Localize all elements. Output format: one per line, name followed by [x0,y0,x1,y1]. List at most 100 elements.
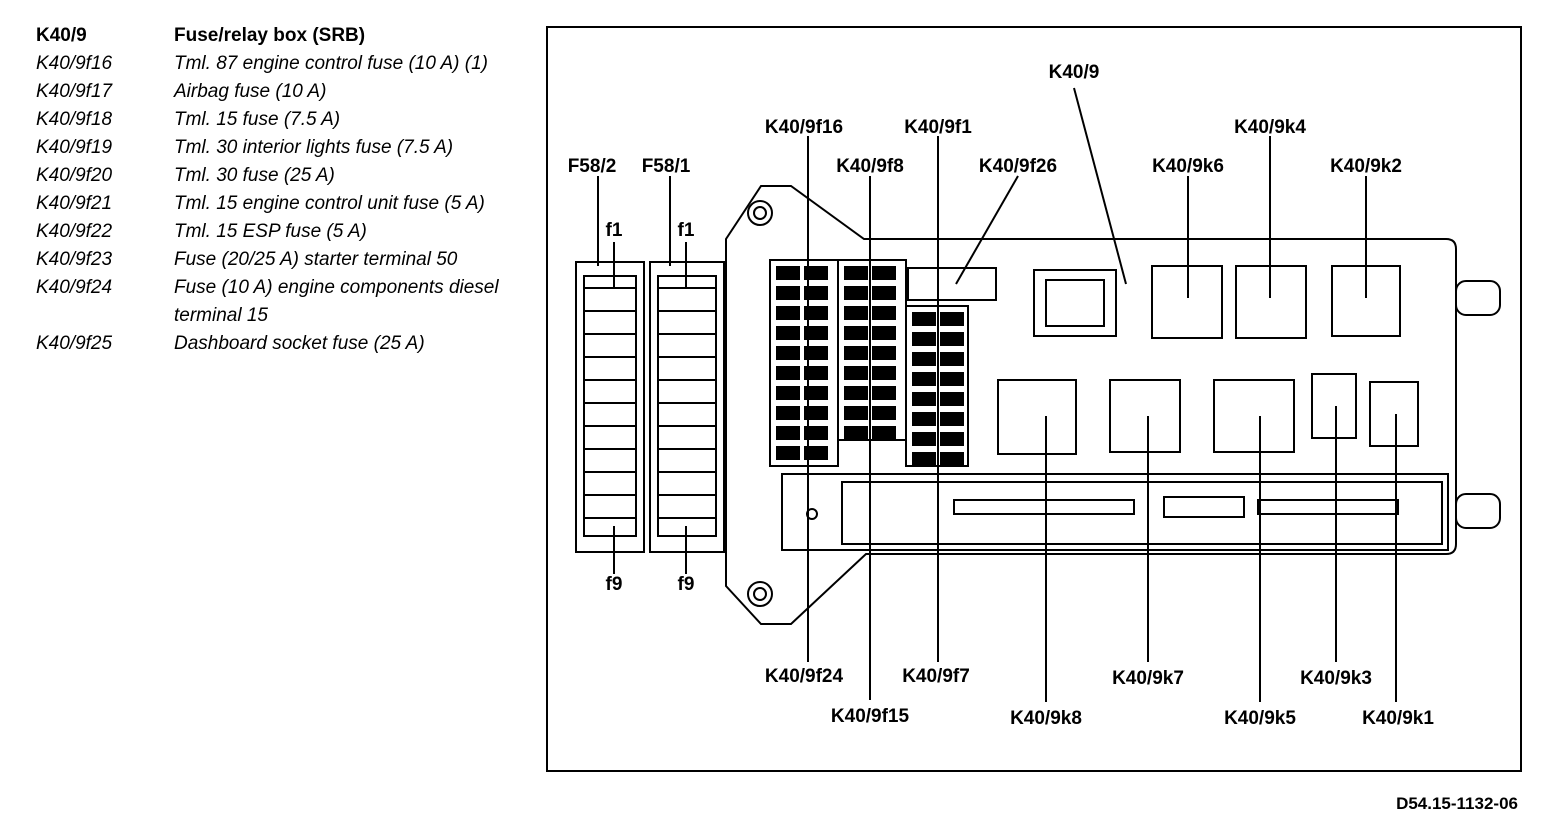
fuse-cell [872,306,896,320]
legend-item: K40/9f23 Fuse (20/25 A) starter terminal… [36,246,526,274]
fuse-cell [912,412,936,426]
legend-code: K40/9f23 [36,249,113,270]
fuse-box-housing [725,185,1501,625]
label-k40-9f8: K40/9f8 [836,156,904,177]
fuse-cell [912,372,936,386]
fuse-cell [776,386,800,400]
fuse-cell [844,366,868,380]
leader-lines [597,87,1397,702]
fuse-cell [912,352,936,366]
legend-desc: Fuse (20/25 A) starter terminal 50 [174,249,458,270]
fuse-cell [940,432,964,446]
legend-item: K40/9f22 Tml. 15 ESP fuse (5 A) [36,218,526,246]
legend-code: K40/9f19 [36,137,113,158]
fuse-cell [872,366,896,380]
fuse-cell [776,306,800,320]
fuse-cell [804,366,828,380]
label-k40-9f15: K40/9f15 [831,706,910,727]
fuse-cell [776,266,800,280]
fuse-cell [940,372,964,386]
legend-desc: Tml. 15 engine control unit fuse (5 A) [174,193,485,214]
legend-header: K40/9 Fuse/relay box (SRB) [36,22,526,50]
fuse-cell [776,366,800,380]
fuse-cell [844,286,868,300]
fuse-cell [804,326,828,340]
legend-code: K40/9f20 [36,165,113,186]
fuse-cell [776,406,800,420]
label-k40-9k6: K40/9k6 [1152,156,1224,177]
fuse-cell [844,386,868,400]
legend-code: K40/9 [36,25,87,46]
legend-code: K40/9f17 [36,81,113,102]
legend-item: K40/9f24 Fuse (10 A) engine components d… [36,274,526,330]
legend-desc: Tml. 30 interior lights fuse (7.5 A) [174,137,454,158]
fuse-cell [804,286,828,300]
diagram-border [546,26,1522,772]
relay-k40-9k7 [1109,379,1181,453]
legend-item: K40/9f20 Tml. 30 fuse (25 A) [36,162,526,190]
fuse-cell [776,446,800,460]
legend-code: K40/9f25 [36,333,113,354]
legend-desc: Tml. 15 ESP fuse (5 A) [174,221,367,242]
fuse-cell [776,326,800,340]
relay-k40-9k1 [1369,381,1419,447]
label-k40-9k5: K40/9k5 [1224,708,1296,729]
legend-desc: Dashboard socket fuse (25 A) [174,333,425,354]
fuse-cell [872,386,896,400]
legend-desc: Fuse/relay box (SRB) [174,25,366,46]
legend-code: K40/9f22 [36,221,113,242]
label-f58-2: F58/2 [568,156,617,177]
relay-k40-9k3 [1311,373,1357,439]
legend-code: K40/9f18 [36,109,113,130]
fuse-cell [776,426,800,440]
legend-item: K40/9f16 Tml. 87 engine control fuse (10… [36,50,526,78]
legend-desc: Tml. 30 fuse (25 A) [174,165,335,186]
label-f1-b: f1 [678,220,695,241]
fuse-cell [804,406,828,420]
legend: K40/9 Fuse/relay box (SRB) K40/9f16 Tml.… [36,22,526,358]
label-k40-9k2: K40/9k2 [1330,156,1402,177]
label-k40-9k8: K40/9k8 [1010,708,1082,729]
fuse-cell [844,326,868,340]
fuse-cell [940,312,964,326]
legend-code: K40/9f24 [36,277,113,298]
legend-item: K40/9f18 Tml. 15 fuse (7.5 A) [36,106,526,134]
legend-code: K40/9f21 [36,193,113,214]
label-k40-9f7: K40/9f7 [902,666,970,687]
label-k40-9f16: K40/9f16 [765,117,843,138]
fuse-cell [872,426,896,440]
fuse-cell [912,332,936,346]
legend-item: K40/9f17 Airbag fuse (10 A) [36,78,526,106]
fuse-cell [940,412,964,426]
connector-k40-9 [1033,269,1117,337]
label-k40-9f1: K40/9f1 [904,117,972,138]
diagram-svg: K40/9 F58/2 F58/1 f1 f1 f9 f9 K40/9f16 K… [546,26,1522,772]
fuse-cell [872,346,896,360]
fuse-cell [844,266,868,280]
fuse-cell [940,452,964,466]
fuse-cell [872,266,896,280]
fuse-strip-f58-2 [575,261,645,553]
legend-desc: Airbag fuse (10 A) [174,81,327,102]
fuse-cell [804,386,828,400]
fuse-cell [844,406,868,420]
legend-desc: Fuse (10 A) engine components diesel ter… [174,277,499,326]
fuse-cell [844,306,868,320]
label-k40-9k4: K40/9k4 [1234,117,1306,138]
fuse-cell [804,446,828,460]
label-k40-9k7: K40/9k7 [1112,668,1184,689]
fuse-cell [804,426,828,440]
fuse-cell [804,306,828,320]
fuse-cell [872,326,896,340]
fuse-cell [804,266,828,280]
fuse-cell [776,286,800,300]
fuse-cell [872,406,896,420]
fuse-cell [912,432,936,446]
legend-item: K40/9f21 Tml. 15 engine control unit fus… [36,190,526,218]
fuse-cell [940,352,964,366]
label-k40-9f26: K40/9f26 [979,156,1057,177]
legend-code: K40/9f16 [36,53,113,74]
relay-k40-9k8 [997,379,1077,455]
relay-k40-9k5 [1213,379,1295,453]
fuse-strip-f58-1 [649,261,725,553]
